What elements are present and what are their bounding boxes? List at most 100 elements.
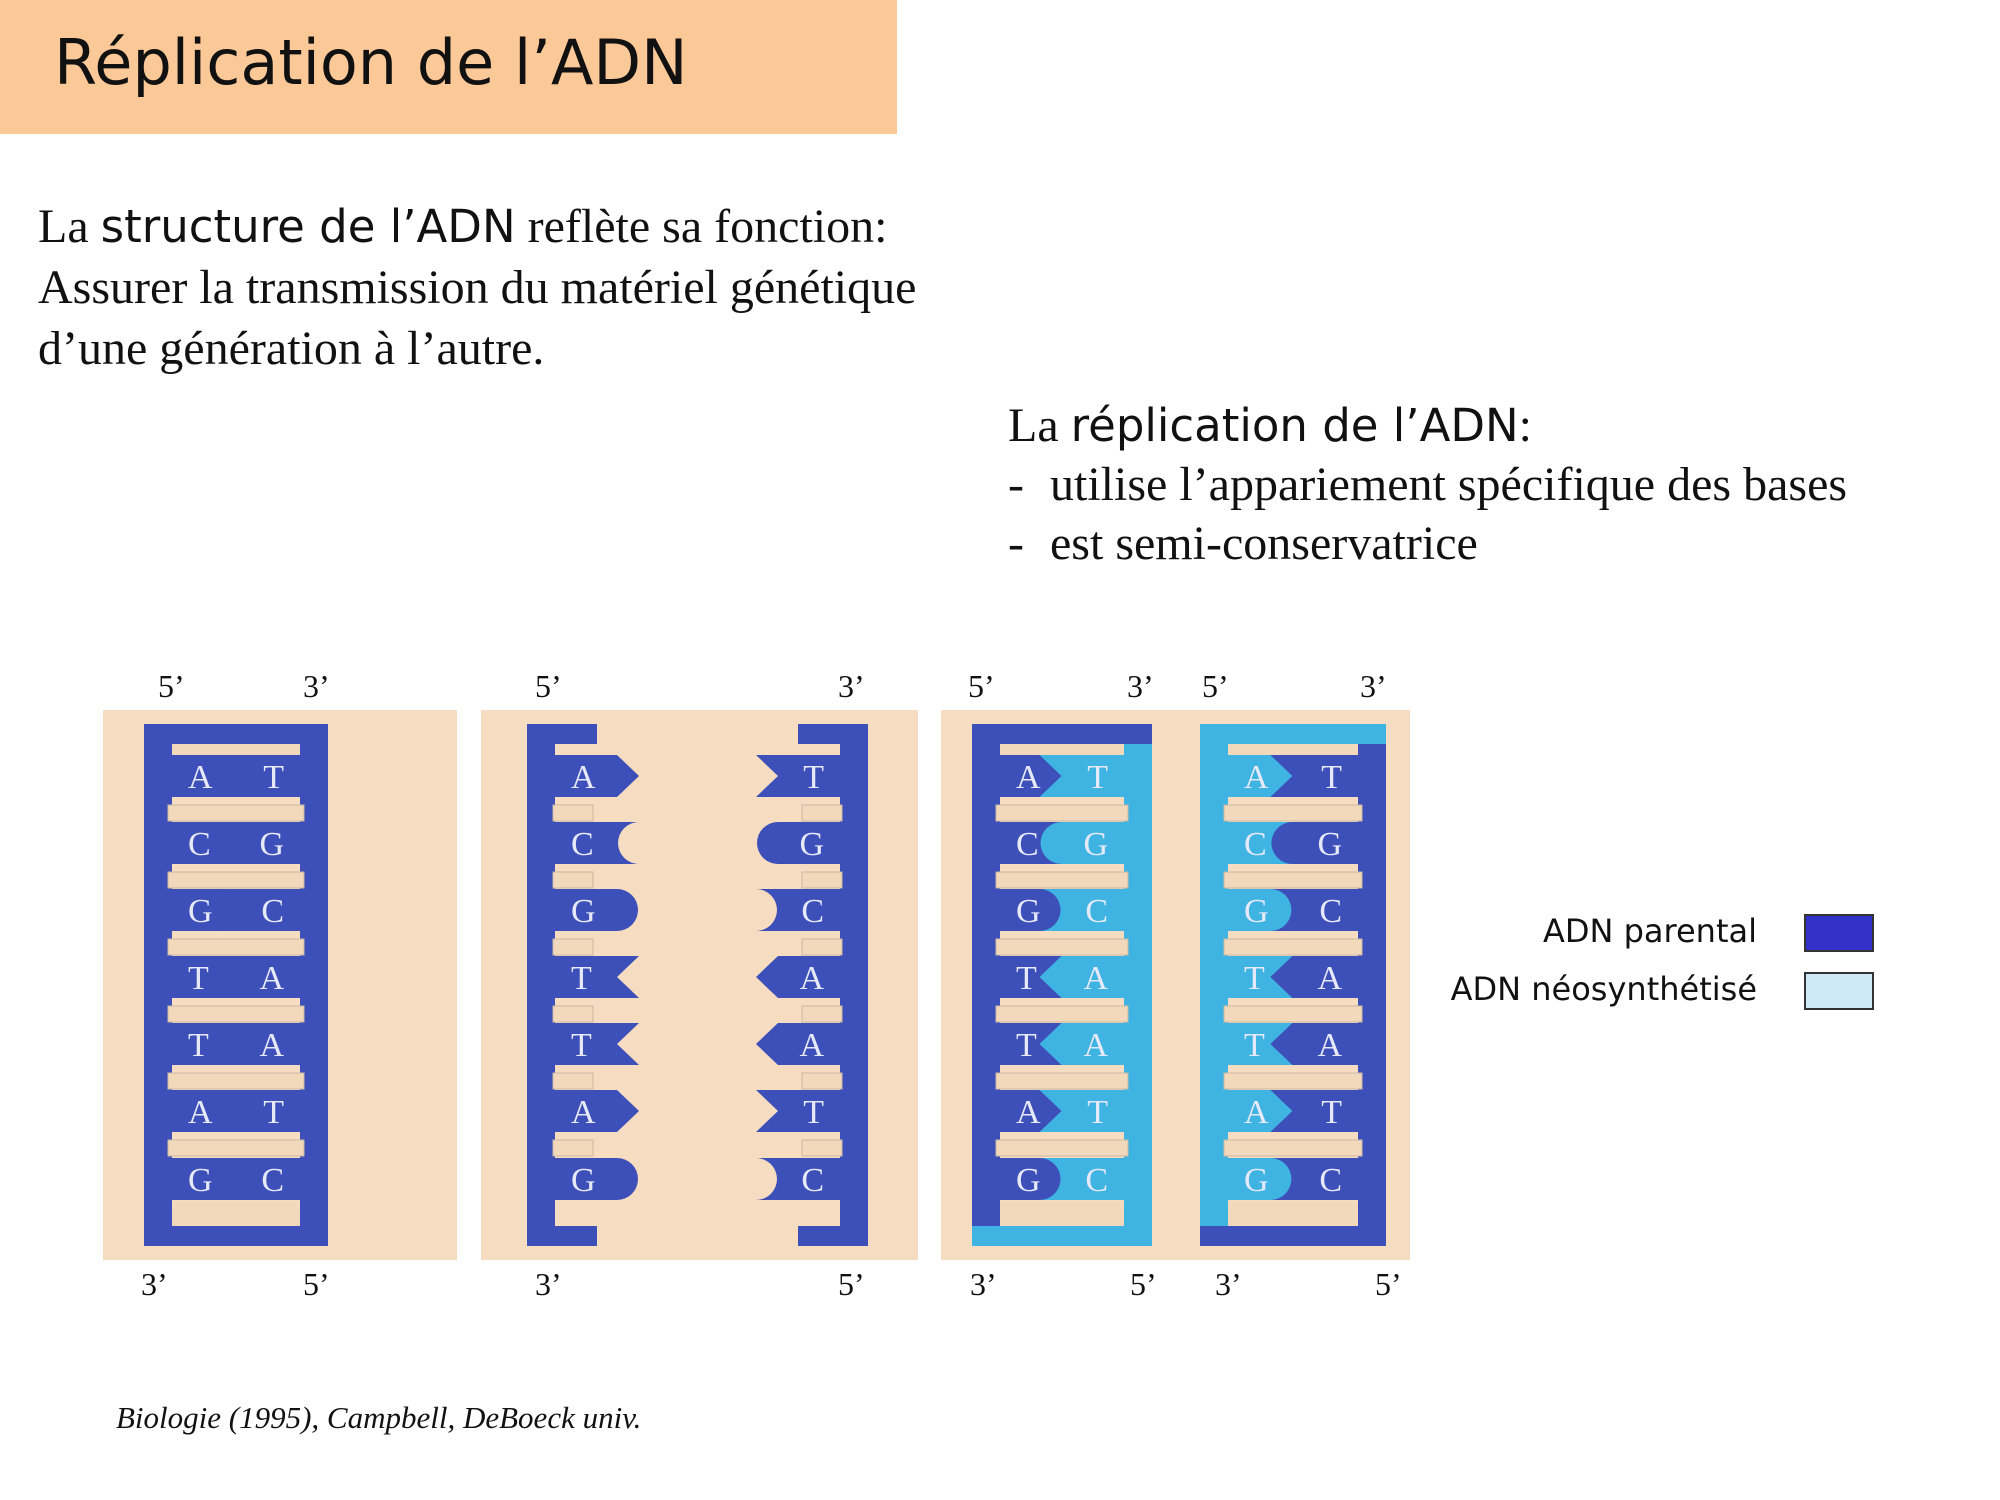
base-letter-T: T <box>1087 759 1108 796</box>
backbone-cap-bottom <box>144 1226 328 1246</box>
base-letter-A: A <box>1083 960 1108 997</box>
base-letter-A: A <box>1317 960 1342 997</box>
base-letter-T: T <box>1016 1027 1037 1064</box>
base-C <box>213 889 300 931</box>
rung <box>167 938 305 956</box>
base-letter-A: A <box>571 759 596 796</box>
rung-stub-right <box>801 804 843 822</box>
base-letter-A: A <box>188 759 213 796</box>
bullet-dash: - <box>1008 517 1024 570</box>
rung <box>995 1005 1129 1023</box>
base-A <box>1039 1023 1124 1065</box>
base-letter-T: T <box>571 960 592 997</box>
base-letter-A: A <box>1016 1094 1041 1131</box>
base-C <box>555 822 639 864</box>
base-T <box>1039 755 1124 797</box>
base-C <box>756 1158 840 1200</box>
base-letter-G: G <box>571 893 596 930</box>
base-T <box>555 1023 639 1065</box>
base-letter-C: C <box>1319 1162 1342 1199</box>
replication-heading: La réplication de l’ADN: <box>1008 396 1847 455</box>
label-top-5prime: 5’ <box>1202 668 1229 704</box>
label-top-5prime: 5’ <box>158 668 185 704</box>
base-letter-G: G <box>1083 826 1108 863</box>
base-letter-C: C <box>1016 826 1039 863</box>
backbone-left <box>527 724 555 1246</box>
replication-bullet-2: -est semi-conservatrice <box>1008 514 1847 573</box>
backbone-cap-top <box>144 724 328 744</box>
label-bottom-5prime: 5’ <box>1375 1266 1402 1302</box>
replication-prefix: La <box>1008 399 1071 452</box>
base-A <box>1270 1023 1358 1065</box>
base-C <box>1039 1158 1124 1200</box>
title-band <box>0 0 897 134</box>
rung-stub-right <box>801 938 843 956</box>
base-letter-T: T <box>263 1094 284 1131</box>
base-letter-C: C <box>1319 893 1342 930</box>
backbone-left <box>144 724 172 1246</box>
legend-parental-label: ADN parental <box>1542 912 1757 950</box>
base-letter-A: A <box>571 1094 596 1131</box>
label-bottom-3prime: 3’ <box>535 1266 562 1302</box>
rung-stub-right <box>801 1139 843 1157</box>
intro-text: La structure de l’ADN reflète sa fonctio… <box>38 196 916 379</box>
base-A <box>756 956 840 998</box>
base-letter-A: A <box>1317 1027 1342 1064</box>
base-letter-G: G <box>1016 1162 1041 1199</box>
rung-stub-left <box>552 804 594 822</box>
label-top-3prime: 3’ <box>1360 668 1387 704</box>
base-letter-C: C <box>801 893 824 930</box>
rung <box>995 871 1129 889</box>
rung <box>167 1072 305 1090</box>
base-letter-G: G <box>799 826 824 863</box>
rung-stub-right <box>801 1072 843 1090</box>
base-letter-A: A <box>1244 1094 1269 1131</box>
base-G <box>555 889 638 931</box>
label-top-5prime: 5’ <box>535 668 562 704</box>
intro-prefix: La <box>38 200 101 253</box>
backbone-right <box>300 724 328 1246</box>
base-letter-C: C <box>261 1162 284 1199</box>
legend-parental-swatch <box>1804 914 1874 952</box>
replication-suffix: : <box>1518 399 1533 452</box>
base-G <box>1271 822 1358 864</box>
backbone-left <box>1200 724 1228 1246</box>
base-letter-T: T <box>1244 1027 1265 1064</box>
base-G <box>214 822 300 864</box>
intro-emphasis: structure de l’ADN <box>100 200 516 253</box>
base-letter-C: C <box>1085 893 1108 930</box>
slide-title: Réplication de l’ADN <box>54 26 688 99</box>
label-bottom-5prime: 5’ <box>838 1266 865 1302</box>
base-A <box>555 1090 639 1132</box>
base-T <box>555 956 639 998</box>
base-C <box>1270 1158 1358 1200</box>
base-T <box>213 1090 300 1132</box>
base-T <box>1270 755 1358 797</box>
base-letter-G: G <box>188 1162 213 1199</box>
backbone-left <box>972 724 1000 1246</box>
base-letter-T: T <box>803 1094 824 1131</box>
base-G <box>1040 822 1124 864</box>
base-letter-A: A <box>1244 759 1269 796</box>
base-letter-C: C <box>1085 1162 1108 1199</box>
base-C <box>756 889 840 931</box>
base-T <box>756 755 840 797</box>
backbone-right <box>1124 724 1152 1246</box>
rung <box>1223 804 1363 822</box>
rung-stub-left <box>552 1139 594 1157</box>
rung <box>1223 871 1363 889</box>
cap-gap-bottom <box>1228 1202 1358 1226</box>
base-letter-T: T <box>1321 759 1342 796</box>
cap-gap-bottom <box>1000 1202 1124 1226</box>
base-letter-G: G <box>1244 893 1269 930</box>
rung-stub-left <box>552 1072 594 1090</box>
base-letter-T: T <box>1321 1094 1342 1131</box>
label-bottom-3prime: 3’ <box>970 1266 997 1302</box>
rung-stub-right <box>801 1005 843 1023</box>
base-letter-T: T <box>188 960 209 997</box>
base-letter-T: T <box>1087 1094 1108 1131</box>
rung <box>167 871 305 889</box>
rung <box>995 1072 1129 1090</box>
rung-stub-left <box>552 938 594 956</box>
rung <box>167 1005 305 1023</box>
